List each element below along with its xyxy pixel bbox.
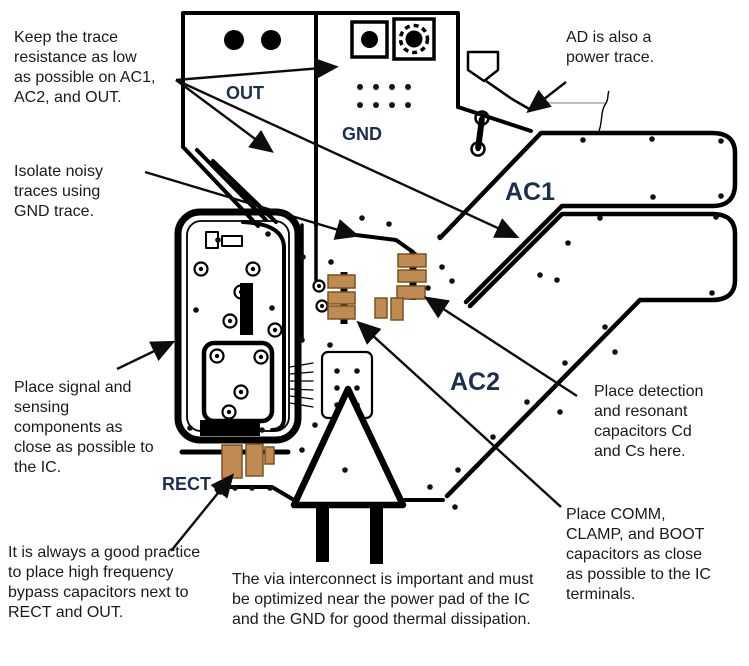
arrow-comm-clamp (356, 320, 562, 508)
pcb-labels: OUT GND AC1 AC2 RECT (162, 83, 555, 494)
capacitor (264, 446, 275, 465)
annotation-isolate-noisy: Isolate noisy traces using GND trace. (14, 163, 103, 220)
annotation-ad-power: AD is also a power trace. (566, 29, 655, 66)
arrow-signal-sensing (116, 340, 176, 371)
label-ac1: AC1 (505, 178, 555, 206)
capacitor (397, 253, 427, 268)
annotation-keep-trace: Keep the trace resistance as low as poss… (14, 29, 156, 106)
arrow-ad-power (526, 81, 567, 113)
annotation-signal-sensing: Place signal and sensing components as c… (14, 379, 154, 476)
arrow-keep-trace-3 (175, 78, 520, 239)
annotation-bypass-caps: It is always a good practice to place hi… (8, 544, 201, 621)
capacitor (327, 274, 356, 289)
capacitor (397, 269, 427, 283)
label-rect: RECT (162, 474, 211, 494)
capacitor (221, 444, 243, 479)
annotation-via-interconnect: The via interconnect is important and mu… (232, 571, 534, 628)
board-outline (179, 11, 738, 502)
label-ac2: AC2 (450, 368, 500, 396)
via-dots (187, 136, 724, 510)
capacitor (374, 297, 388, 319)
capacitor (327, 305, 356, 320)
capacitor (396, 285, 426, 300)
gnd-via-grid (357, 84, 411, 108)
arrow-keep-trace-2 (175, 79, 274, 153)
smd-capacitors (221, 253, 427, 479)
capacitor (327, 291, 356, 305)
via-interconnect-arrow (290, 385, 407, 564)
label-out: OUT (226, 83, 264, 103)
arrow-keep-trace-1 (175, 57, 339, 82)
arrow-isolate (144, 170, 360, 240)
capacitor (245, 443, 264, 477)
arrow-bypass (170, 473, 235, 552)
out-pads (224, 30, 281, 50)
ic-area (174, 208, 314, 444)
label-gnd: GND (342, 124, 382, 144)
capacitor (390, 297, 404, 321)
annotation-comm-clamp-boot: Place COMM, CLAMP, and BOOT capacitors a… (566, 506, 711, 603)
gnd-pads (350, 17, 436, 61)
annotation-detection-caps: Place detection and resonant capacitors … (594, 383, 704, 460)
arrow-detection (423, 296, 578, 398)
annotation-arrows (116, 57, 578, 552)
